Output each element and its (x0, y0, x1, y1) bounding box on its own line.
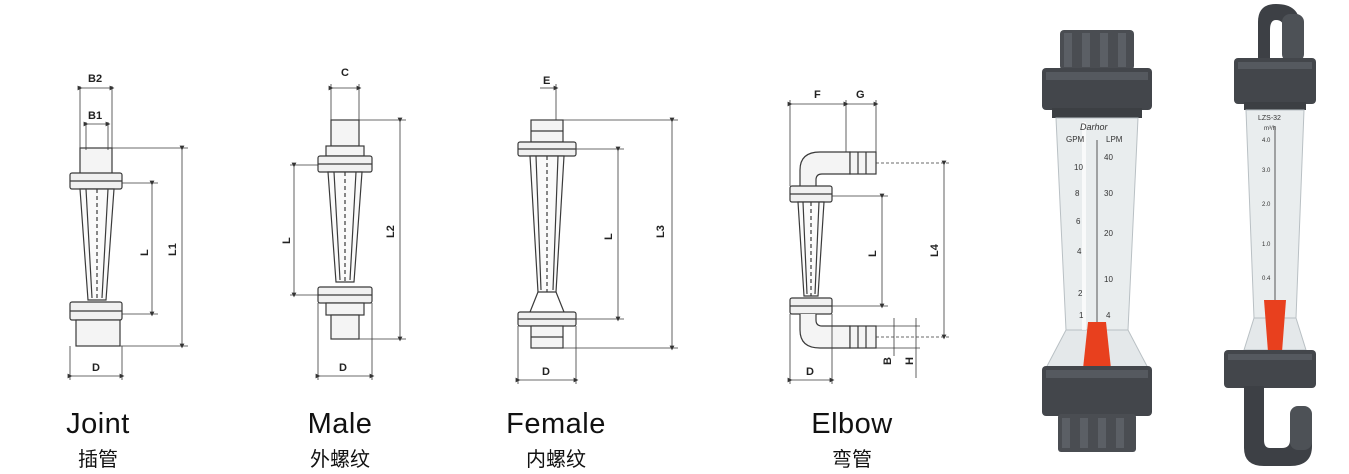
caption-male-en: Male (307, 408, 373, 440)
male-dim-d: D (339, 362, 347, 374)
photo2-model: LZS-32 (1258, 115, 1281, 122)
flowmeter-photo-1 (1042, 30, 1152, 452)
photo1-gpm-tick: 6 (1076, 217, 1081, 226)
photo1-lpm-tick: 20 (1104, 229, 1113, 238)
joint-dim-b1: B1 (88, 110, 102, 122)
photo2-tick: 0.4 (1262, 276, 1271, 282)
elbow-dim-d: D (806, 366, 814, 378)
photo1-gpm-tick: 1 (1079, 311, 1084, 320)
elbow-dim-b: B (882, 357, 894, 365)
elbow-dim-l: L (867, 250, 879, 257)
female-dim-l: L (603, 233, 615, 240)
flowmeter-photo-2 (1224, 4, 1316, 466)
female-dim-d: D (542, 366, 550, 378)
elbow-dim-h: H (904, 357, 916, 365)
photo1-lpm-tick: 4 (1106, 311, 1111, 320)
male-diagram (290, 84, 406, 380)
caption-elbow-zh: 弯管 (832, 447, 872, 471)
photo1-unit-lpm: LPM (1106, 135, 1123, 144)
photo1-gpm-tick: 2 (1078, 289, 1083, 298)
photo2-unit: m³/h (1264, 126, 1276, 132)
caption-female-zh: 内螺纹 (526, 447, 586, 471)
joint-dim-b2: B2 (88, 73, 102, 85)
male-dim-l: L (281, 237, 293, 244)
caption-male: Male 外螺纹 (250, 408, 430, 472)
male-dim-l2: L2 (385, 225, 397, 238)
joint-dim-d: D (92, 362, 100, 374)
joint-dim-l1: L1 (167, 243, 179, 256)
caption-elbow: Elbow 弯管 (762, 408, 942, 472)
caption-elbow-en: Elbow (811, 408, 893, 440)
elbow-dim-f: F (814, 89, 821, 101)
photo2-tick: 2.0 (1262, 202, 1271, 208)
photo1-lpm-tick: 40 (1104, 153, 1113, 162)
photo1-gpm-tick: 10 (1074, 163, 1083, 172)
photo1-lpm-tick: 30 (1104, 189, 1113, 198)
photo1-gpm-tick: 8 (1075, 189, 1080, 198)
photo2-tick: 3.0 (1262, 168, 1271, 174)
elbow-dim-g: G (856, 89, 865, 101)
female-diagram (515, 84, 678, 384)
joint-dim-l: L (139, 249, 151, 256)
caption-female: Female 内螺纹 (466, 408, 646, 472)
photo2-tick: 1.0 (1262, 242, 1271, 248)
photo1-lpm-tick: 10 (1104, 275, 1113, 284)
female-dim-e: E (543, 75, 550, 87)
caption-joint-en: Joint (66, 408, 130, 440)
caption-male-zh: 外螺纹 (310, 447, 370, 471)
photo1-unit-gpm: GPM (1066, 135, 1085, 144)
caption-female-en: Female (506, 408, 606, 440)
photo1-brand: Darhor (1080, 122, 1109, 132)
elbow-dim-l4: L4 (929, 243, 941, 257)
female-dim-l3: L3 (655, 225, 667, 238)
photo2-tick: 4.0 (1262, 138, 1271, 144)
caption-joint: Joint 插管 (8, 408, 188, 472)
caption-joint-zh: 插管 (78, 447, 118, 471)
joint-diagram (67, 85, 188, 380)
male-dim-c: C (341, 67, 349, 79)
elbow-diagram (787, 100, 950, 384)
photo1-gpm-tick: 4 (1077, 247, 1082, 256)
